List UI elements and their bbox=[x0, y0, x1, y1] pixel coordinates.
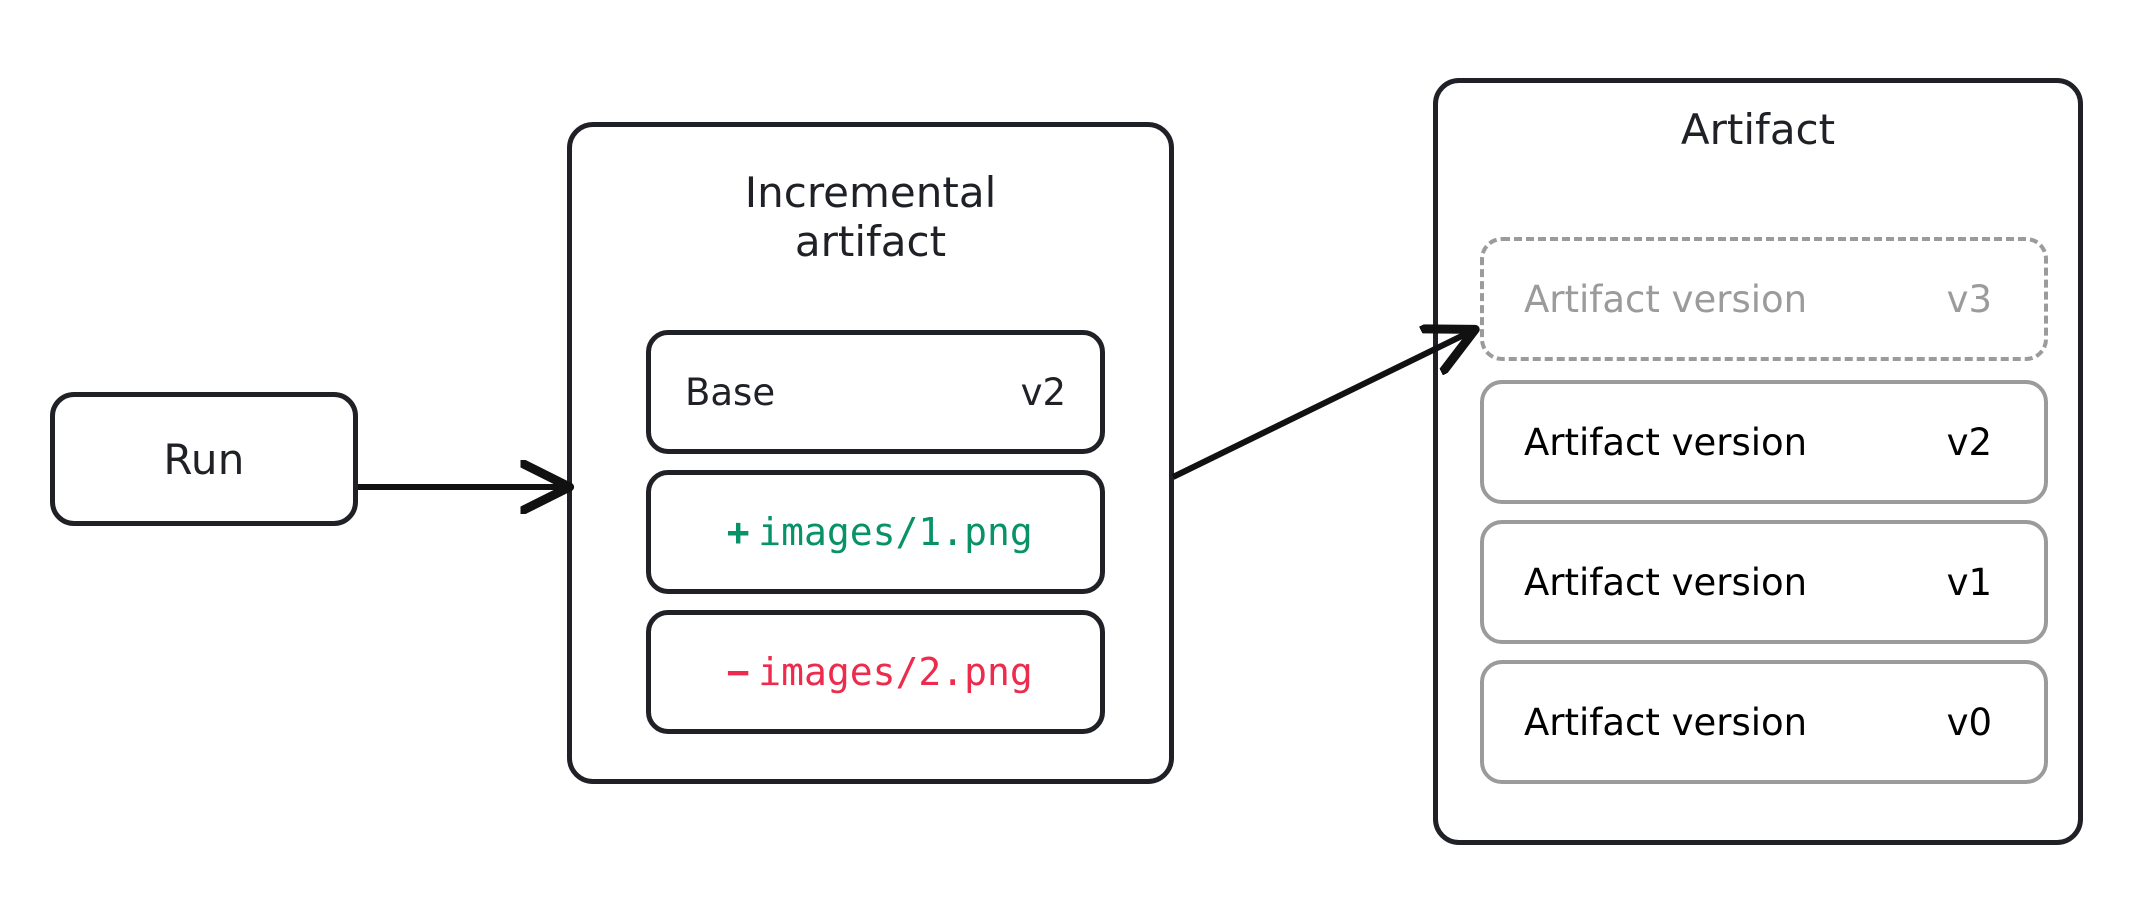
artifact-version-value-v1: v1 bbox=[1946, 560, 1992, 604]
incremental-deleted-file-path: images/2.png bbox=[758, 650, 1033, 694]
run-node[interactable]: Run bbox=[50, 392, 358, 526]
artifact-version-row-v1[interactable]: Artifact version v1 bbox=[1480, 520, 2048, 644]
incremental-deleted-file-row[interactable]: − images/2.png bbox=[646, 610, 1105, 734]
plus-icon: + bbox=[726, 510, 750, 554]
incremental-base-label: Base bbox=[685, 370, 776, 414]
artifact-version-row-v2[interactable]: Artifact version v2 bbox=[1480, 380, 2048, 504]
incremental-added-file-row[interactable]: + images/1.png bbox=[646, 470, 1105, 594]
artifact-version-label-v2: Artifact version bbox=[1524, 420, 1808, 464]
minus-icon: − bbox=[726, 650, 750, 694]
artifact-title: Artifact bbox=[1680, 105, 1836, 154]
artifact-version-value-v3: v3 bbox=[1946, 277, 1992, 321]
incremental-artifact-title: Incremental artifact bbox=[744, 168, 997, 266]
artifact-version-value-v2: v2 bbox=[1946, 420, 1992, 464]
incremental-base-version: v2 bbox=[1020, 370, 1066, 414]
artifact-version-row-v3[interactable]: Artifact version v3 bbox=[1480, 237, 2048, 361]
incremental-artifact-node[interactable]: Incremental artifact Base v2 + images/1.… bbox=[567, 122, 1174, 784]
arrow-incremental-to-artifact-version bbox=[1171, 331, 1472, 480]
artifact-version-label-v0: Artifact version bbox=[1524, 700, 1808, 744]
artifact-version-label-v3: Artifact version bbox=[1524, 277, 1808, 321]
run-node-label: Run bbox=[163, 434, 245, 484]
artifact-version-value-v0: v0 bbox=[1946, 700, 1992, 744]
artifact-version-label-v1: Artifact version bbox=[1524, 560, 1808, 604]
artifact-version-row-v0[interactable]: Artifact version v0 bbox=[1480, 660, 2048, 784]
incremental-base-row[interactable]: Base v2 bbox=[646, 330, 1105, 454]
artifact-node[interactable]: Artifact Artifact version v3 Artifact ve… bbox=[1433, 78, 2083, 845]
incremental-added-file-path: images/1.png bbox=[758, 510, 1033, 554]
